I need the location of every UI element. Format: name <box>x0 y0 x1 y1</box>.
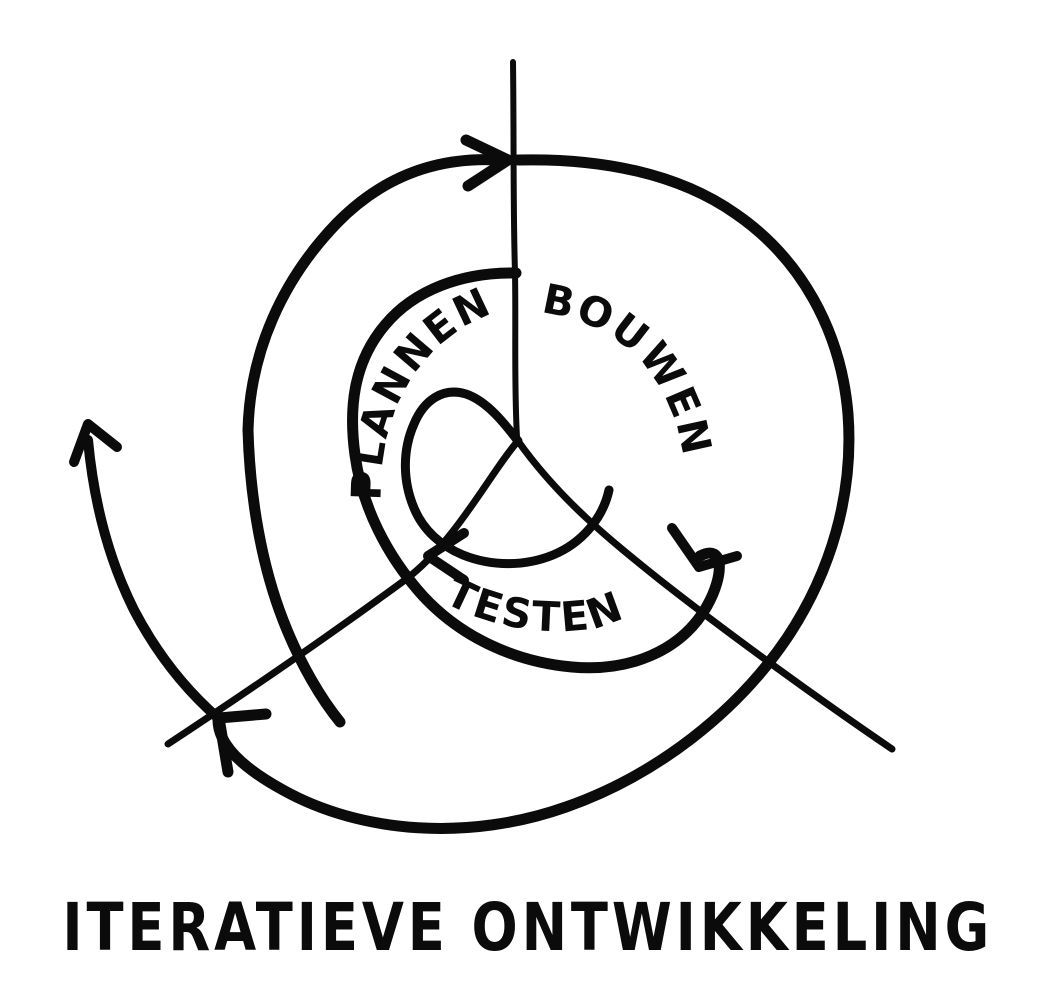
tail-arrowhead-icon <box>69 419 122 467</box>
bottom-arrowhead-icon <box>213 708 272 778</box>
phase-label-bouwen: BOUWEN <box>539 274 722 460</box>
spiral-turn-inner <box>400 387 614 569</box>
spiral-tail-outermost <box>83 435 223 723</box>
top-arrowhead-icon <box>460 134 514 192</box>
inner-arrowhead-icon <box>423 528 469 585</box>
caption-label: ITERATIEVE ONTWIKKELING <box>62 890 994 967</box>
phase-label-plannen: PLANNEN <box>342 277 499 501</box>
spiral-outer-left-flank <box>242 424 346 728</box>
middle-arrowhead-icon <box>667 523 742 572</box>
spiral-turn-middle <box>347 267 725 674</box>
vertical-axis-line <box>510 59 520 440</box>
spiral-turn-outer <box>212 154 855 834</box>
diagram-caption: ITERATIEVE ONTWIKKELING <box>0 884 1056 974</box>
spiral-turn-outer-upper-left <box>242 154 504 436</box>
